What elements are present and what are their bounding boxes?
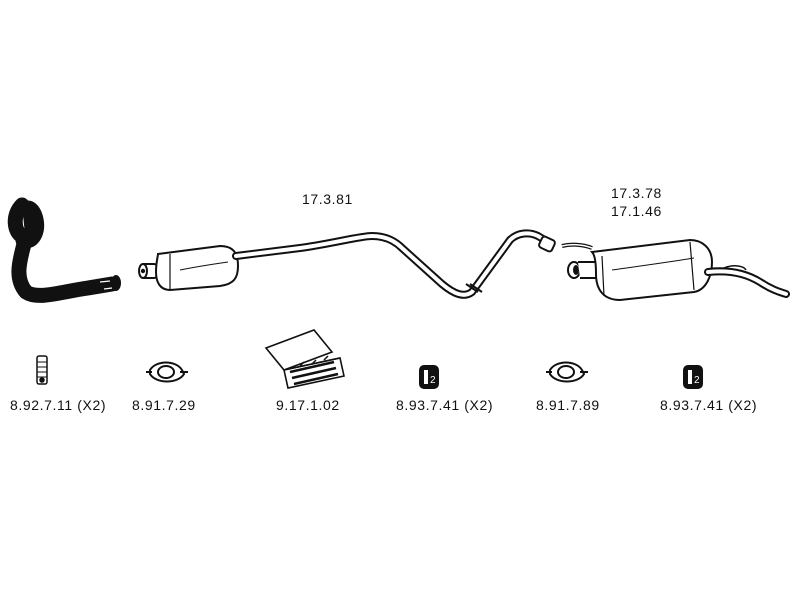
svg-text:2: 2 (430, 375, 436, 386)
part-label-clamp-front: 8.91.7.29 (132, 397, 196, 413)
rubber-mount-icon: 2 (419, 365, 439, 389)
part-label-bolt-set: 8.92.7.11 (X2) (10, 397, 107, 413)
rear-silencer-codes: 17.3.78 17.1.46 (611, 184, 662, 220)
middle-pipe-with-silencer (138, 229, 556, 299)
rear-silencer-code-alt: 17.1.46 (611, 203, 662, 219)
part-label-rubber-mount-rear: 8.93.7.41 (X2) (660, 397, 758, 413)
rubber-mount-icon: 2 (683, 365, 703, 389)
fitting-kit-box-icon (264, 329, 345, 389)
rear-silencer-code: 17.3.78 (611, 185, 662, 201)
rear-silencer (561, 238, 790, 302)
clamp-icon (546, 361, 588, 383)
clamp-icon (146, 361, 188, 383)
front-down-pipe (7, 197, 121, 303)
middle-pipe-code: 17.3.81 (302, 191, 353, 207)
bolt-set-icon (36, 355, 48, 385)
part-label-rubber-mount-middle: 8.93.7.41 (X2) (396, 397, 494, 413)
part-label-fitting-kit: 9.17.1.02 (276, 397, 340, 413)
svg-text:2: 2 (694, 375, 700, 386)
part-label-clamp-rear: 8.91.7.89 (536, 397, 600, 413)
